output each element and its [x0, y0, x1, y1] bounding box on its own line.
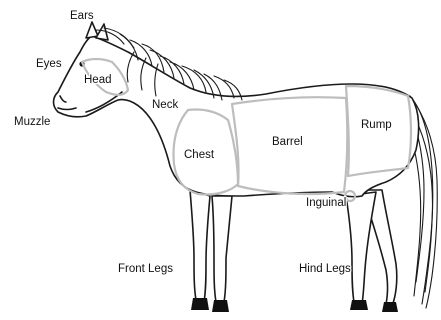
label-ears: Ears: [70, 10, 94, 22]
horse-body: [54, 22, 419, 197]
label-neck: Neck: [152, 99, 178, 111]
label-rump: Rump: [361, 119, 392, 131]
label-barrel: Barrel: [272, 136, 303, 148]
front-legs-shape: [190, 190, 232, 312]
label-front-legs: Front Legs: [118, 263, 173, 275]
label-hind-legs: Hind Legs: [299, 263, 351, 275]
label-head: Head: [84, 74, 112, 86]
label-eyes: Eyes: [36, 58, 62, 70]
label-chest: Chest: [184, 149, 215, 161]
label-muzzle: Muzzle: [14, 116, 50, 128]
label-inguinal: Inguinal: [306, 197, 346, 209]
hind-legs-shape: [346, 190, 398, 312]
